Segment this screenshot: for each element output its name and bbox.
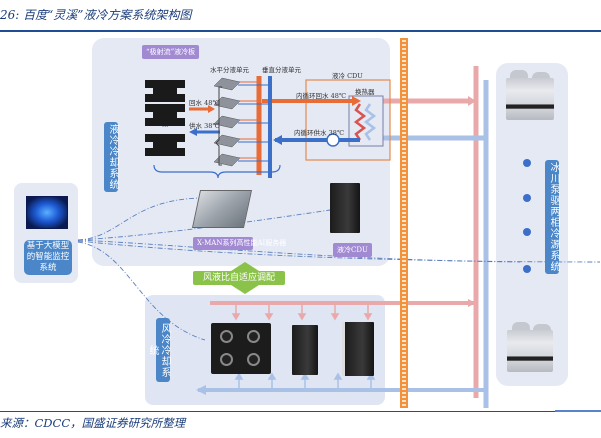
unit-bracket	[215, 86, 222, 166]
adapt-arrow-up-icon	[231, 262, 259, 271]
cold-plate-server-2	[145, 104, 185, 126]
air-cooling-label: 风冷冷却系统	[147, 318, 170, 382]
supply-water-label: 供水 38℃	[189, 122, 220, 130]
air-cooling-fan-unit	[211, 323, 271, 374]
horizontal-unit-label: 水平分液单元	[210, 66, 249, 74]
fan-icon	[220, 353, 233, 366]
heat-exchanger-cold-coil	[363, 103, 377, 141]
air-cold-arrow	[196, 385, 206, 395]
fan-icon	[247, 330, 260, 343]
server-ellipsis: ...	[162, 121, 169, 129]
xman-server-tag: X-MAN系列高性能AI服务器	[193, 237, 286, 250]
source-rule	[0, 411, 601, 412]
cooling-tower-top-image	[506, 78, 554, 120]
pump-icon	[326, 133, 340, 147]
liquid-brace	[153, 164, 281, 179]
cooling-tower-top-cap	[532, 72, 550, 80]
glacier-system-label: 冰川泵驱两相冷源系统	[545, 160, 559, 274]
figure-title: 26: 百度“灵溪”液冷方案系统架构图	[0, 8, 192, 22]
fan-icon	[220, 330, 233, 343]
air-cooling-rack	[292, 325, 318, 375]
air-cold-rises	[234, 372, 376, 388]
cooling-tower-bottom-cap	[512, 322, 530, 330]
external-hot-arrow	[468, 96, 476, 106]
monitoring-connections	[77, 197, 601, 341]
cooling-tower-bottom-image	[507, 330, 553, 372]
cold-plate-tag: “极射流”液冷板	[142, 45, 200, 59]
air-hot-arrow	[468, 299, 476, 307]
node-dot	[523, 265, 531, 273]
cdu-tag: 液冷CDU	[333, 243, 372, 257]
vertical-unit-label: 垂直分液单元	[262, 66, 301, 74]
cold-plate-server-3	[145, 134, 185, 156]
fan-icon	[247, 353, 260, 366]
liquid-cooling-label: 液冷冷却系统	[104, 122, 118, 192]
inner-supply-arrow	[273, 135, 282, 145]
node-dot	[523, 194, 531, 202]
supply-water-arrowhead	[189, 128, 197, 136]
cold-plate-server-1	[145, 80, 185, 102]
adapt-arrow-down-icon	[231, 285, 259, 294]
structural-ladder	[400, 38, 408, 408]
heat-exchanger-hot-coil	[353, 103, 367, 141]
inner-supply-label: 内循环供水 38℃	[294, 129, 345, 137]
cooling-tower-bottom-cap	[533, 324, 551, 332]
cdu-box-title: 液冷 CDU	[332, 72, 363, 80]
air-hot-drops	[231, 305, 373, 321]
node-dot	[523, 159, 531, 167]
return-water-arrowhead	[208, 105, 215, 113]
air-liquid-ratio-adaptive-label: 风液比自适应调配	[193, 271, 285, 285]
branch-lines	[238, 81, 270, 162]
inner-return-arrow	[352, 96, 361, 106]
horizontal-liquid-units	[213, 77, 241, 167]
cooling-tower-top-cap	[510, 70, 528, 78]
source-rule-accent	[555, 410, 601, 412]
title-rule	[0, 30, 601, 32]
cdu-rack-image	[330, 183, 360, 233]
cdu-box	[305, 79, 391, 161]
air-cooling-open-rack	[342, 322, 374, 376]
inner-return-label: 内循环回水 48℃	[296, 92, 347, 100]
return-water-label: 回水 48℃	[189, 99, 220, 107]
monitoring-system-label: 基于大模型的智能监控系统	[24, 240, 72, 275]
node-dot	[523, 228, 531, 236]
brain-network-image	[26, 196, 68, 229]
heat-exchanger-label: 换热器	[355, 88, 375, 96]
figure-source: 来源：CDCC，国盛证券研究所整理	[0, 416, 186, 430]
